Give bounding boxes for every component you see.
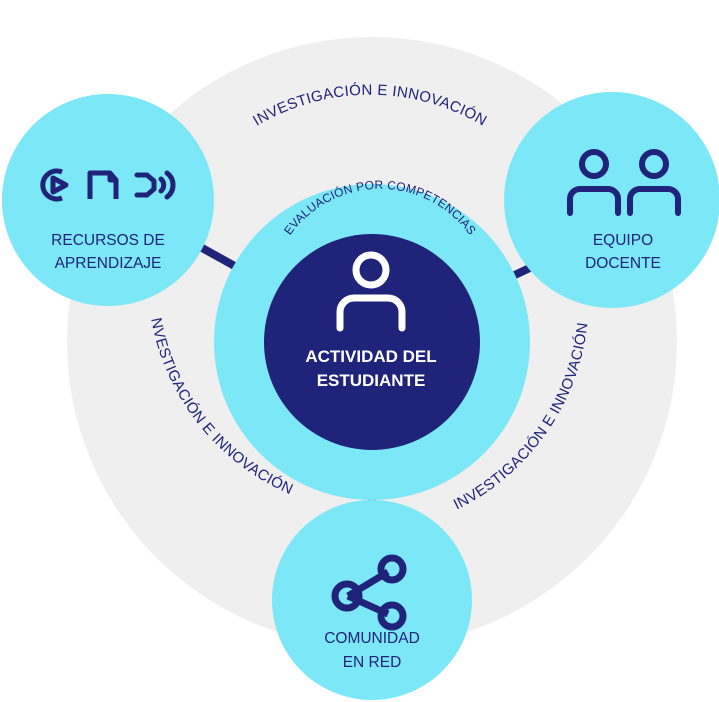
document-icon <box>87 170 119 199</box>
faculty-label-line1: EQUIPO <box>593 232 653 249</box>
center-title-line2: ESTUDIANTE <box>317 371 426 390</box>
node-community: COMUNIDAD EN RED <box>272 500 472 700</box>
center-title-line1: ACTIVIDAD DEL <box>305 347 436 366</box>
resources-label-line1: RECURSOS DE <box>51 232 165 249</box>
users-icon <box>567 149 681 216</box>
share-icon <box>331 554 407 631</box>
community-label-line2: EN RED <box>343 654 402 671</box>
audio-icon <box>134 170 176 200</box>
faculty-label-line2: DOCENTE <box>585 255 661 272</box>
community-label-line1: COMUNIDAD <box>324 630 420 647</box>
student-icon <box>336 251 406 332</box>
node-faculty: EQUIPO DOCENTE <box>504 92 719 308</box>
node-resources: RECURSOS DE APRENDIZAJE <box>2 94 214 306</box>
center-circle <box>264 234 480 450</box>
play-icon <box>40 168 69 202</box>
resources-label-line2: APRENDIZAJE <box>55 255 162 272</box>
